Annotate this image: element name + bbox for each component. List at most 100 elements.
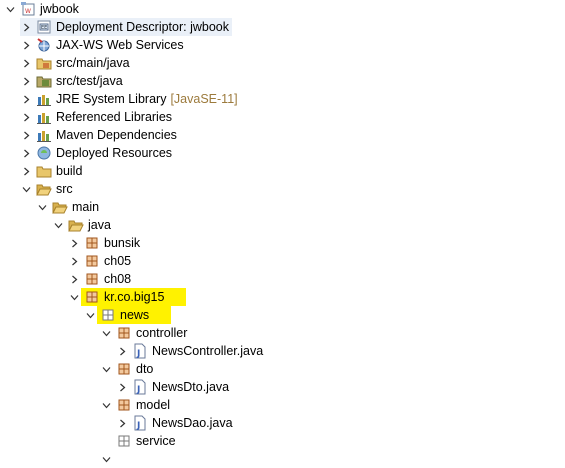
test-source-folder-icon [36, 73, 52, 89]
tree-item-news[interactable]: news [84, 306, 172, 324]
tree-item-item[interactable] [100, 450, 113, 468]
tree-item-ch08[interactable]: ch08 [68, 270, 131, 288]
folder-open-icon [68, 217, 84, 233]
tree-item-newsdto-java[interactable]: J NewsDto.java [116, 378, 229, 396]
package-icon [84, 289, 100, 305]
tree-item-ch05[interactable]: ch05 [68, 252, 131, 270]
tree-item-referenced-libraries[interactable]: Referenced Libraries [20, 108, 172, 126]
package-icon [116, 397, 132, 413]
tree-item-label: jwbook [40, 2, 79, 16]
tree-item-service[interactable]: service [100, 432, 176, 450]
svg-text:J: J [136, 385, 140, 395]
tree-item-maven-dependencies[interactable]: Maven Dependencies [20, 126, 177, 144]
package-empty-icon [116, 433, 132, 449]
library-icon [36, 109, 52, 125]
tree-item-deployed-resources[interactable]: Deployed Resources [20, 144, 172, 162]
chevron-down-icon[interactable] [84, 306, 97, 324]
tree-item-label: src/main/java [56, 56, 130, 70]
tree-item-deployment-descriptor-jwbook[interactable]: EE Deployment Descriptor: jwbook [20, 18, 232, 36]
chevron-right-icon[interactable] [20, 108, 33, 126]
chevron-right-icon[interactable] [116, 414, 129, 432]
tree-item-label: model [136, 398, 171, 412]
tree-item-src[interactable]: src [20, 180, 73, 198]
package-icon [84, 235, 100, 251]
chevron-right-icon[interactable] [68, 270, 81, 288]
chevron-right-icon[interactable] [20, 144, 33, 162]
chevron-down-icon[interactable] [36, 198, 49, 216]
tree-item-label: news [120, 308, 150, 322]
tree-item-main[interactable]: main [36, 198, 99, 216]
folder-open-icon [36, 181, 52, 197]
tree-item-bunsik[interactable]: bunsik [68, 234, 140, 252]
tree-item-label: dto [136, 362, 154, 376]
tree-item-java[interactable]: java [52, 216, 111, 234]
tree-item-jre-system-library[interactable]: JRE System Library[JavaSE-11] [20, 90, 238, 108]
tree-item-label: ch08 [104, 272, 132, 286]
tree-item-kr-co-big15[interactable]: kr.co.big15 [68, 288, 187, 306]
chevron-right-icon[interactable] [20, 54, 33, 72]
library-icon [36, 127, 52, 143]
chevron-right-icon[interactable] [20, 18, 33, 36]
chevron-down-icon[interactable] [4, 0, 17, 18]
chevron-right-icon[interactable] [68, 252, 81, 270]
source-folder-icon [36, 55, 52, 71]
tree-item-label: build [56, 164, 83, 178]
web-project-icon: W [20, 1, 36, 17]
tree-item-src-main-java[interactable]: src/main/java [20, 54, 130, 72]
tree-item-label: Maven Dependencies [56, 128, 177, 142]
chevron-down-icon[interactable] [100, 396, 113, 414]
svg-text:J: J [136, 421, 140, 431]
java-file-icon: J [132, 379, 148, 395]
tree-item-dto[interactable]: dto [100, 360, 153, 378]
tree-item-label: service [136, 434, 176, 448]
tree-item-src-test-java[interactable]: src/test/java [20, 72, 123, 90]
chevron-down-icon[interactable] [100, 450, 113, 468]
tree-item-label: src/test/java [56, 74, 123, 88]
svg-text:EE: EE [41, 25, 47, 31]
package-icon [116, 361, 132, 377]
chevron-right-icon[interactable] [20, 72, 33, 90]
chevron-down-icon[interactable] [52, 216, 65, 234]
package-icon [84, 271, 100, 287]
java-file-icon: J [132, 343, 148, 359]
chevron-right-icon[interactable] [68, 234, 81, 252]
tree-item-label: JRE System Library [56, 92, 167, 106]
chevron-right-icon[interactable] [20, 162, 33, 180]
chevron-down-icon[interactable] [100, 360, 113, 378]
chevron-down-icon[interactable] [20, 180, 33, 198]
tree-item-label: NewsDao.java [152, 416, 233, 430]
tree-item-model[interactable]: model [100, 396, 170, 414]
tree-item-label: Deployed Resources [56, 146, 173, 160]
tree-item-label: NewsController.java [152, 344, 264, 358]
deployed-resources-icon [36, 145, 52, 161]
tree-item-jax-ws-web-services[interactable]: JAX-WS Web Services [20, 36, 184, 54]
chevron-down-icon[interactable] [100, 324, 113, 342]
package-empty-icon [100, 307, 116, 323]
tree-item-label: Referenced Libraries [56, 110, 173, 124]
tree-item-label: src [56, 182, 73, 196]
tree-item-newsdao-java[interactable]: J NewsDao.java [116, 414, 233, 432]
svg-text:J: J [136, 349, 140, 359]
tree-item-newscontroller-java[interactable]: J NewsController.java [116, 342, 263, 360]
chevron-right-icon[interactable] [20, 90, 33, 108]
tree-item-label: Deployment Descriptor: jwbook [56, 20, 229, 34]
folder-open-icon [52, 199, 68, 215]
svg-text:W: W [25, 8, 31, 15]
java-file-icon: J [132, 415, 148, 431]
tree-item-controller[interactable]: controller [100, 324, 187, 342]
tree-item-decoration: [JavaSE-11] [170, 92, 238, 106]
tree-item-build[interactable]: build [20, 162, 82, 180]
chevron-right-icon[interactable] [116, 378, 129, 396]
folder-icon [36, 163, 52, 179]
chevron-down-icon[interactable] [68, 288, 81, 306]
tree-item-label: kr.co.big15 [104, 290, 165, 304]
deployment-descriptor-icon: EE [36, 19, 52, 35]
chevron-right-icon[interactable] [20, 36, 33, 54]
tree-item-label: JAX-WS Web Services [56, 38, 184, 52]
tree-item-label: java [88, 218, 111, 232]
tree-item-label: NewsDto.java [152, 380, 230, 394]
tree-item-label: controller [136, 326, 188, 340]
chevron-right-icon[interactable] [20, 126, 33, 144]
chevron-right-icon[interactable] [116, 342, 129, 360]
